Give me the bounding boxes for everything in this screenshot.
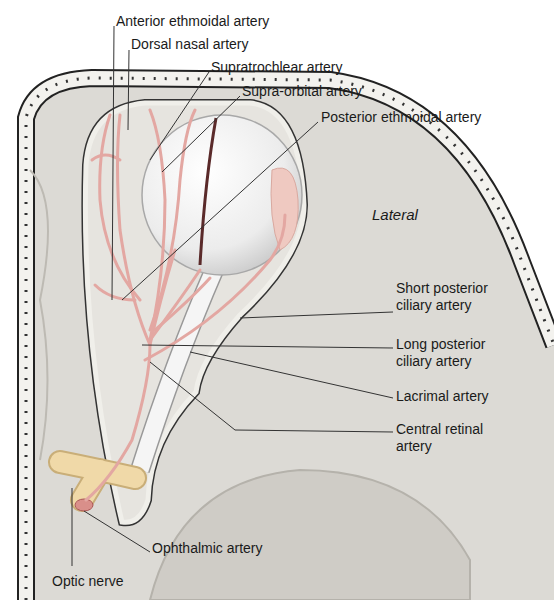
- artery-label: Central retinal artery: [396, 421, 511, 455]
- artery-label: Supra-orbital artery: [242, 83, 362, 100]
- skull-bone-edge: [26, 78, 554, 600]
- artery-branches: [86, 110, 285, 500]
- artery-label: Ophthalmic artery: [152, 540, 262, 557]
- leader-line: [122, 122, 318, 300]
- leader-line: [142, 345, 393, 348]
- ophthalmic-artery-stump: [75, 499, 93, 511]
- artery-label: Posterior ethmoidal artery: [321, 109, 481, 126]
- leader-lines: [72, 26, 393, 566]
- cranial-fossa: [150, 470, 470, 600]
- artery-label: Supratrochlear artery: [211, 59, 343, 76]
- artery: [145, 215, 285, 360]
- artery-label: Short posterior ciliary artery: [396, 280, 511, 314]
- leader-line: [150, 362, 393, 432]
- artery-label: Dorsal nasal artery: [131, 36, 249, 53]
- optic-nerve-edge: [140, 268, 215, 470]
- artery: [155, 278, 210, 330]
- leader-line: [150, 72, 209, 160]
- leader-line: [128, 50, 129, 130]
- optic-nerve-sheath: [140, 268, 215, 470]
- orientation-label: Lateral: [372, 206, 418, 223]
- orbit-wall: [85, 103, 304, 522]
- leader-line: [112, 26, 114, 300]
- artery: [150, 110, 165, 340]
- leader-line: [162, 96, 240, 172]
- artery-label: Long posterior ciliary artery: [396, 336, 511, 370]
- artery-label: Anterior ethmoidal artery: [116, 13, 269, 30]
- skull-background: [18, 70, 554, 600]
- skull-bone-texture: [26, 78, 554, 600]
- artery: [92, 155, 120, 160]
- orbit-wall-edge: [85, 103, 304, 522]
- skull-bone: [26, 78, 554, 600]
- artery-label: Lacrimal artery: [396, 388, 489, 405]
- leader-line: [190, 352, 393, 398]
- optic-chiasm-edge: [60, 462, 135, 500]
- lacrimal-gland: [271, 168, 298, 250]
- leader-line: [240, 312, 393, 318]
- leader-line: [84, 511, 150, 552]
- sinus-outline: [30, 170, 48, 460]
- artery: [95, 285, 135, 300]
- optic-chiasm: [60, 462, 135, 500]
- artery: [100, 115, 140, 300]
- eye-vessel: [200, 118, 216, 265]
- leader-line: [72, 488, 73, 566]
- nerve-label: Optic nerve: [52, 573, 124, 590]
- artery: [118, 115, 151, 345]
